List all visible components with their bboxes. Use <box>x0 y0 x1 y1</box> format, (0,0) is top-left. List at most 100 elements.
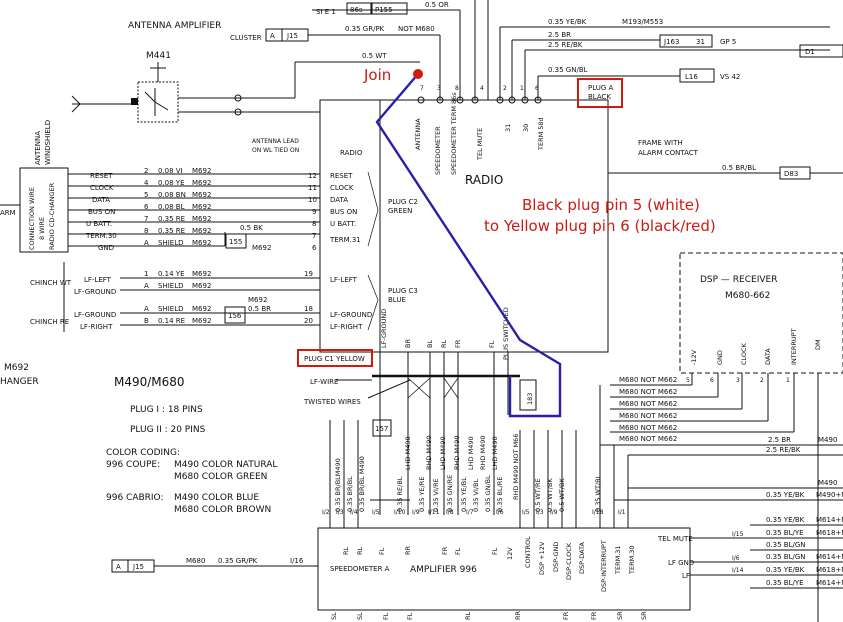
amp-mid-8: RHD M490 <box>453 436 461 471</box>
amp-right-1: LF GND <box>668 559 694 567</box>
amp-mid-12: RHD M490 NOT M66 <box>512 434 520 500</box>
cd-code-9: M692 <box>192 305 211 313</box>
cd-pin-3: 6 <box>144 203 149 211</box>
dsp-not-0: M680 NOT M662 <box>619 376 677 384</box>
radio-top-num-6: 6 <box>535 85 539 92</box>
cd-wire-4: 0.35 RE <box>158 215 185 223</box>
cd-pin-4: 7 <box>144 215 148 223</box>
dsp-not-2: M680 NOT M662 <box>619 400 677 408</box>
amp-pintop-11: I/3 <box>536 509 544 516</box>
cd-label-8: LF-GROUND <box>74 288 116 296</box>
windshield-line1: ANTENNA <box>34 131 42 165</box>
dsp-pin-2: CLOCK <box>740 342 748 365</box>
c86-label: 86s <box>350 6 363 14</box>
amp-mid-7: LHD M490 <box>439 436 447 470</box>
dsp-num-1: 6 <box>710 377 714 384</box>
amp-title: AMPLIFIER 996 <box>410 565 477 575</box>
dsp-pin-0: -12V <box>690 349 698 365</box>
radio-top-num-2: 8 <box>455 85 459 92</box>
amp-pintop-12: I/9 <box>550 509 558 516</box>
se1-label: SI E 1 <box>316 8 336 16</box>
dsp-m490: M490 <box>818 436 837 444</box>
windshield-line2: WINDSHIELD <box>44 120 52 165</box>
cd-pin-8: A <box>144 282 149 290</box>
amp-pinlbl-4: RR <box>404 545 412 555</box>
dsp-receiver: DSP — RECEIVER M680-662 -12V GND CLOCK D… <box>600 252 843 622</box>
plug-a-line2: BLACK <box>588 93 611 101</box>
m193-label: M193/M553 <box>622 18 663 26</box>
amp-rpin-1: I/6 <box>732 555 740 562</box>
cd-pin-2: 5 <box>144 191 148 199</box>
cd-code-7: M692 <box>192 270 211 278</box>
plug-c1-label: PLUG C1 YELLOW <box>304 355 365 363</box>
radio-top-pin-3: TEL MUTE <box>476 128 484 161</box>
amp-m490b: M490 <box>818 479 837 487</box>
amp-pinlbl-14: DSP-DATA <box>578 541 586 574</box>
cluster-wire: 0.35 GR/PK <box>345 25 385 33</box>
amp-mid-11: LHD M490 <box>491 436 499 470</box>
amp-speedo-wire: 0.35 GR/PK <box>218 557 258 565</box>
amp-pintop-9: I/6 <box>496 509 504 516</box>
cd-code-3: M692 <box>192 203 211 211</box>
amp-pinlbl-11: DSP +12V <box>538 541 546 575</box>
w25rebk-top: 2.5 RE/BK <box>548 41 583 49</box>
amp-mid-9: LHD M490 <box>467 436 475 470</box>
c2-label-2: DATA <box>330 196 348 204</box>
dsp-model: M680-662 <box>725 291 770 301</box>
cd-wire-1: 0.08 YE <box>158 179 185 187</box>
c2-name-line1: PLUG C2 <box>388 198 418 206</box>
amp-pinlbl-10: CONTROL <box>524 536 532 568</box>
radio-top-num-0: 7 <box>420 85 424 92</box>
amp-pinlbl-7: FL <box>491 547 499 555</box>
amp-m680: M680 <box>186 557 205 565</box>
radio-top-pin-4: 31 <box>504 124 512 132</box>
amp-pinlbl-17: TERM.30 <box>628 545 636 575</box>
amp-pintop-14: I/1 <box>618 509 626 516</box>
amp-w035yebk: 0.35 YE/BK <box>766 491 805 499</box>
w25br-top: 2.5 BR <box>548 31 571 39</box>
changer-txt: HANGER <box>0 377 39 387</box>
cd-code-2: M692 <box>192 191 211 199</box>
dsp-not-1: M680 NOT M662 <box>619 388 677 396</box>
amp-pinlbl-15: DSP-INTERRUPT <box>600 540 608 592</box>
c2-pin-5: 7 <box>312 232 316 240</box>
amp-rw-5: 0.35 BL/YE <box>766 579 804 587</box>
c2-pin-2: 10 <box>308 196 317 204</box>
c2-name-line2: GREEN <box>388 207 412 215</box>
amp-right-0: TEL MUTE <box>657 535 693 543</box>
dsp-not-3: M680 NOT M662 <box>619 412 677 420</box>
dsp-w25br: 2.5 BR <box>768 436 791 444</box>
cd-label-3: BUS ON <box>88 208 115 216</box>
radio-label: RADIO <box>465 173 503 187</box>
c3-pin-1: 18 <box>304 305 313 313</box>
badge-156: 156 <box>228 312 242 320</box>
j163-label: J163 <box>663 38 679 46</box>
w-05bk: 0.5 BK <box>240 224 263 232</box>
coupe-label: 996 COUPE: <box>106 460 160 470</box>
cd-code-0: M692 <box>192 167 211 175</box>
dsp-pin-1: GND <box>716 350 724 365</box>
amp-vert-6: 0.35 GN/RE <box>446 475 454 512</box>
cluster-conn-id: J15 <box>286 32 298 40</box>
cd-code-5: M692 <box>192 227 211 235</box>
amp-bottom-3: FL <box>406 612 414 620</box>
amp-bottom-4: RL <box>464 611 472 620</box>
radio-top-num-5: 1 <box>520 85 524 92</box>
badge-157: 157 <box>375 425 388 433</box>
amp-mid-6: RHD M490 <box>425 436 433 471</box>
amp-rc-1: M618+M <box>816 529 843 537</box>
j163-num: 31 <box>696 38 705 46</box>
cd-code-1: M692 <box>192 179 211 187</box>
amp-conn-j15: J15 <box>132 563 144 571</box>
chinch-re: CHINCH RE <box>30 318 69 326</box>
amp-pintop-5: I/9 <box>412 509 420 516</box>
plug-c1: PLUG C1 YELLOW LF-WIRE TWISTED WIRES <box>297 349 520 515</box>
cd-pin-5: 8 <box>144 227 148 235</box>
c3-label-2: LF-RIGHT <box>330 323 363 331</box>
dsp-not-4: M680 NOT M662 <box>619 424 677 432</box>
c2-pin-6: 6 <box>312 244 317 252</box>
amp-rw-4: 0.35 YE/BK <box>766 566 805 574</box>
amp-pintop-0: I/2 <box>322 509 330 516</box>
w-05br: 0.5 BR <box>248 305 271 313</box>
cd-wire-5: 0.35 RE <box>158 227 185 235</box>
